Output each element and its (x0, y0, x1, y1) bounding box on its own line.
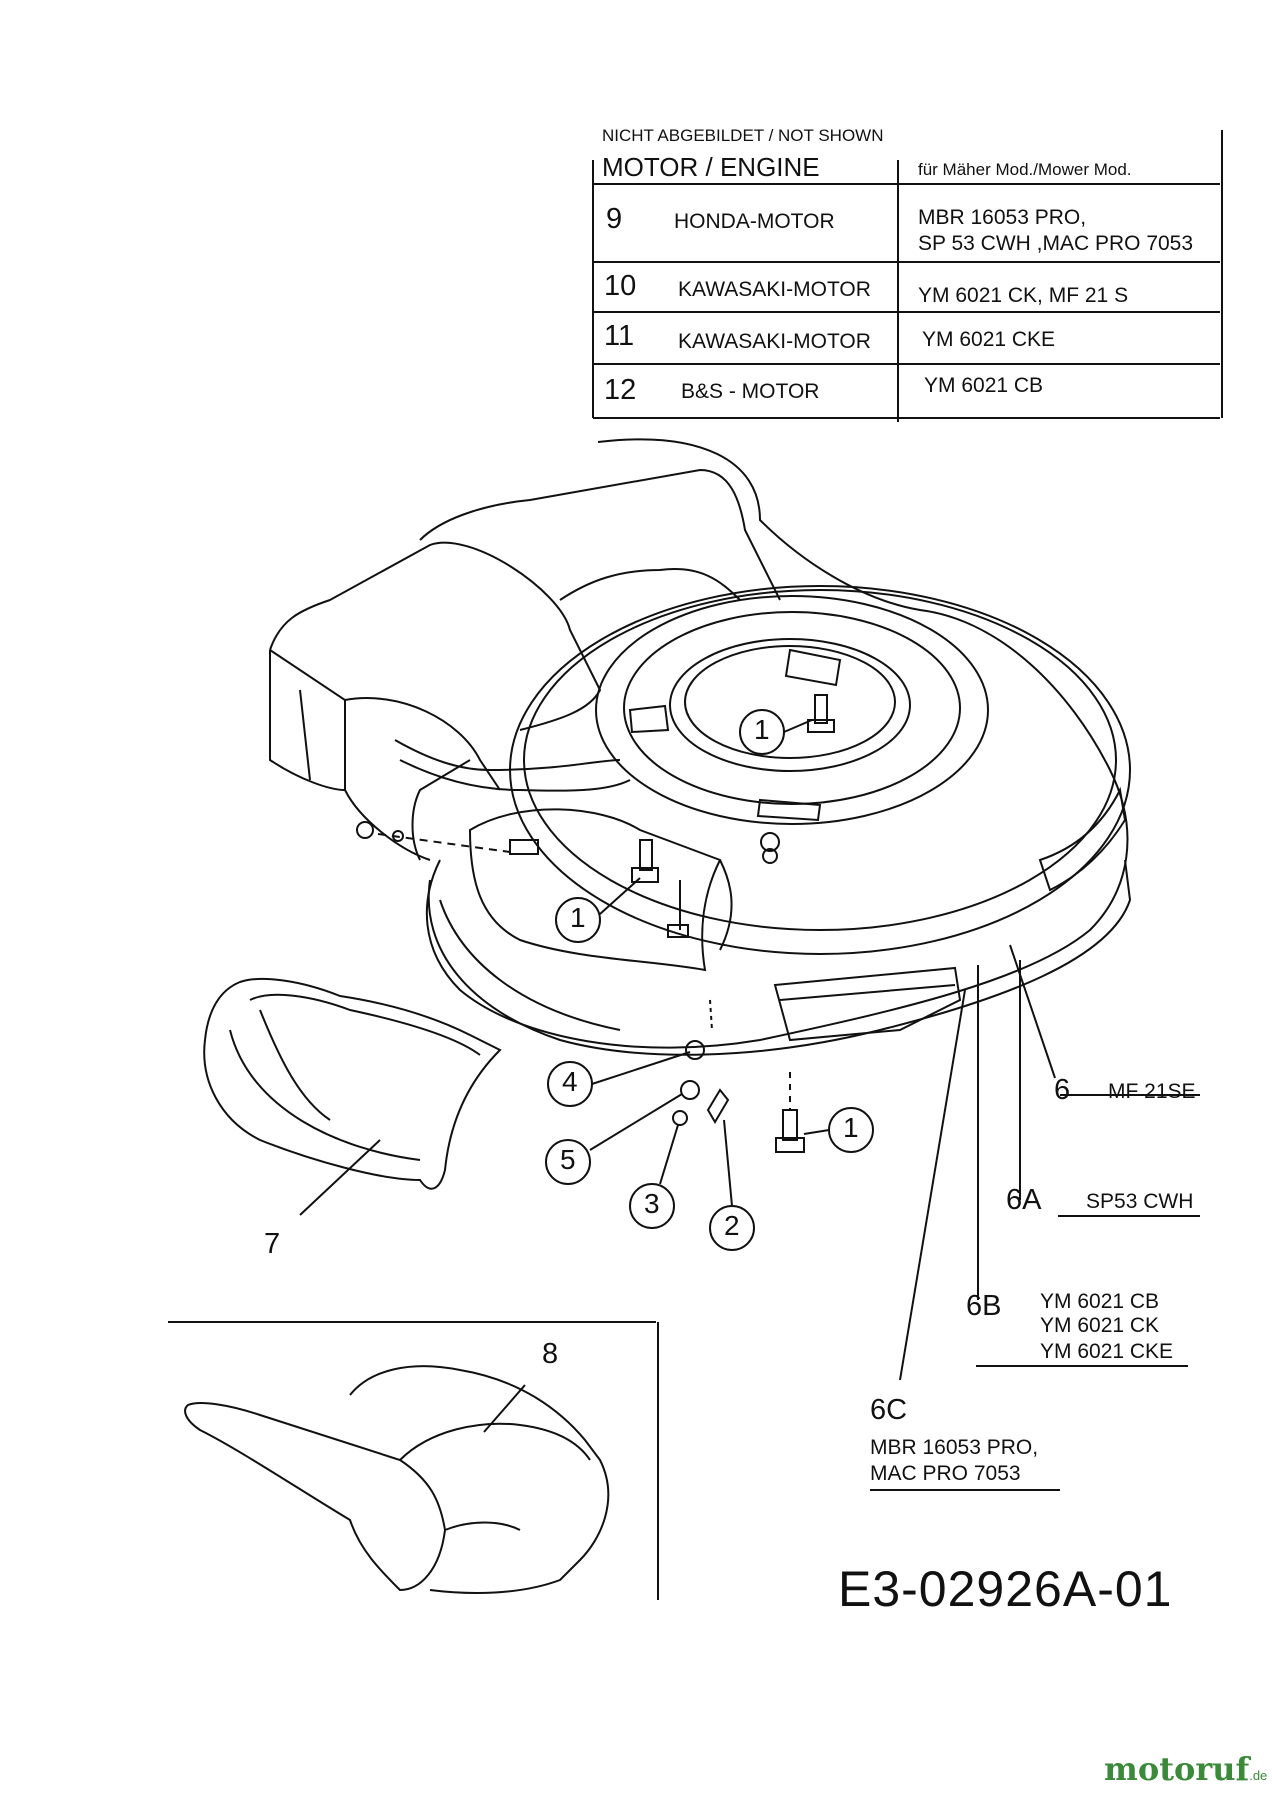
row-11-num: 11 (604, 320, 635, 352)
watermark-tld: .de (1249, 1768, 1268, 1783)
row-9-model-1: MBR 16053 PRO, (918, 206, 1087, 229)
part-6b-label: 6B (966, 1290, 1002, 1322)
watermark-brand: motoruf (1104, 1750, 1250, 1788)
callout-1-bottom: 1 (843, 1112, 859, 1143)
part-6c-model-2: MAC PRO 7053 (870, 1462, 1021, 1485)
part-7-label: 7 (264, 1228, 281, 1260)
hardware (356, 694, 835, 1153)
callout-5: 5 (560, 1144, 576, 1175)
table-grid (592, 130, 1223, 422)
part-6c-label: 6C (870, 1394, 908, 1426)
row-10-model: YM 6021 CK, MF 21 S (918, 284, 1129, 307)
row-12-model: YM 6021 CB (924, 374, 1044, 397)
part-6a-label: 6A (1006, 1184, 1042, 1216)
part-8-shape (168, 1321, 659, 1600)
row-11-engine: KAWASAKI-MOTOR (678, 330, 871, 353)
part-6a-model: SP53 CWH (1086, 1190, 1194, 1213)
row-12-num: 12 (604, 374, 637, 406)
part-6-label: 6 (1054, 1074, 1071, 1106)
row-9-model-2: SP 53 CWH ,MAC PRO 7053 (918, 232, 1194, 255)
part-7-shape (203, 977, 502, 1216)
callout-4: 4 (562, 1066, 578, 1097)
callout-1-left: 1 (570, 902, 586, 933)
row-12-engine: B&S - MOTOR (681, 380, 820, 403)
part-6b-model-2: YM 6021 CK (1040, 1314, 1160, 1337)
deck-housing (269, 438, 1200, 1491)
mower-model-heading: für Mäher Mod./Mower Mod. (918, 160, 1132, 179)
part-6c-model-1: MBR 16053 PRO, (870, 1436, 1039, 1459)
row-9-num: 9 (606, 203, 623, 235)
row-10-engine: KAWASAKI-MOTOR (678, 278, 871, 301)
part-6b-model-3: YM 6021 CKE (1040, 1340, 1174, 1363)
row-9-engine: HONDA-MOTOR (674, 210, 835, 233)
callout-3: 3 (644, 1188, 660, 1219)
row-11-model: YM 6021 CKE (922, 328, 1056, 351)
watermark-logo: motoruf.de (1104, 1750, 1267, 1788)
engine-heading: MOTOR / ENGINE (602, 152, 820, 182)
part-6b-model-1: YM 6021 CB (1040, 1290, 1160, 1313)
callout-2: 2 (724, 1210, 740, 1241)
not-shown-note: NICHT ABGEBILDET / NOT SHOWN (602, 126, 884, 145)
drawing-code: E3-02926A-01 (838, 1561, 1173, 1617)
callout-circles (545, 709, 874, 1251)
callout-1-top: 1 (754, 714, 770, 745)
part-6-model: MF 21SE (1108, 1080, 1196, 1103)
row-10-num: 10 (604, 270, 637, 302)
part-8-label: 8 (542, 1338, 559, 1370)
